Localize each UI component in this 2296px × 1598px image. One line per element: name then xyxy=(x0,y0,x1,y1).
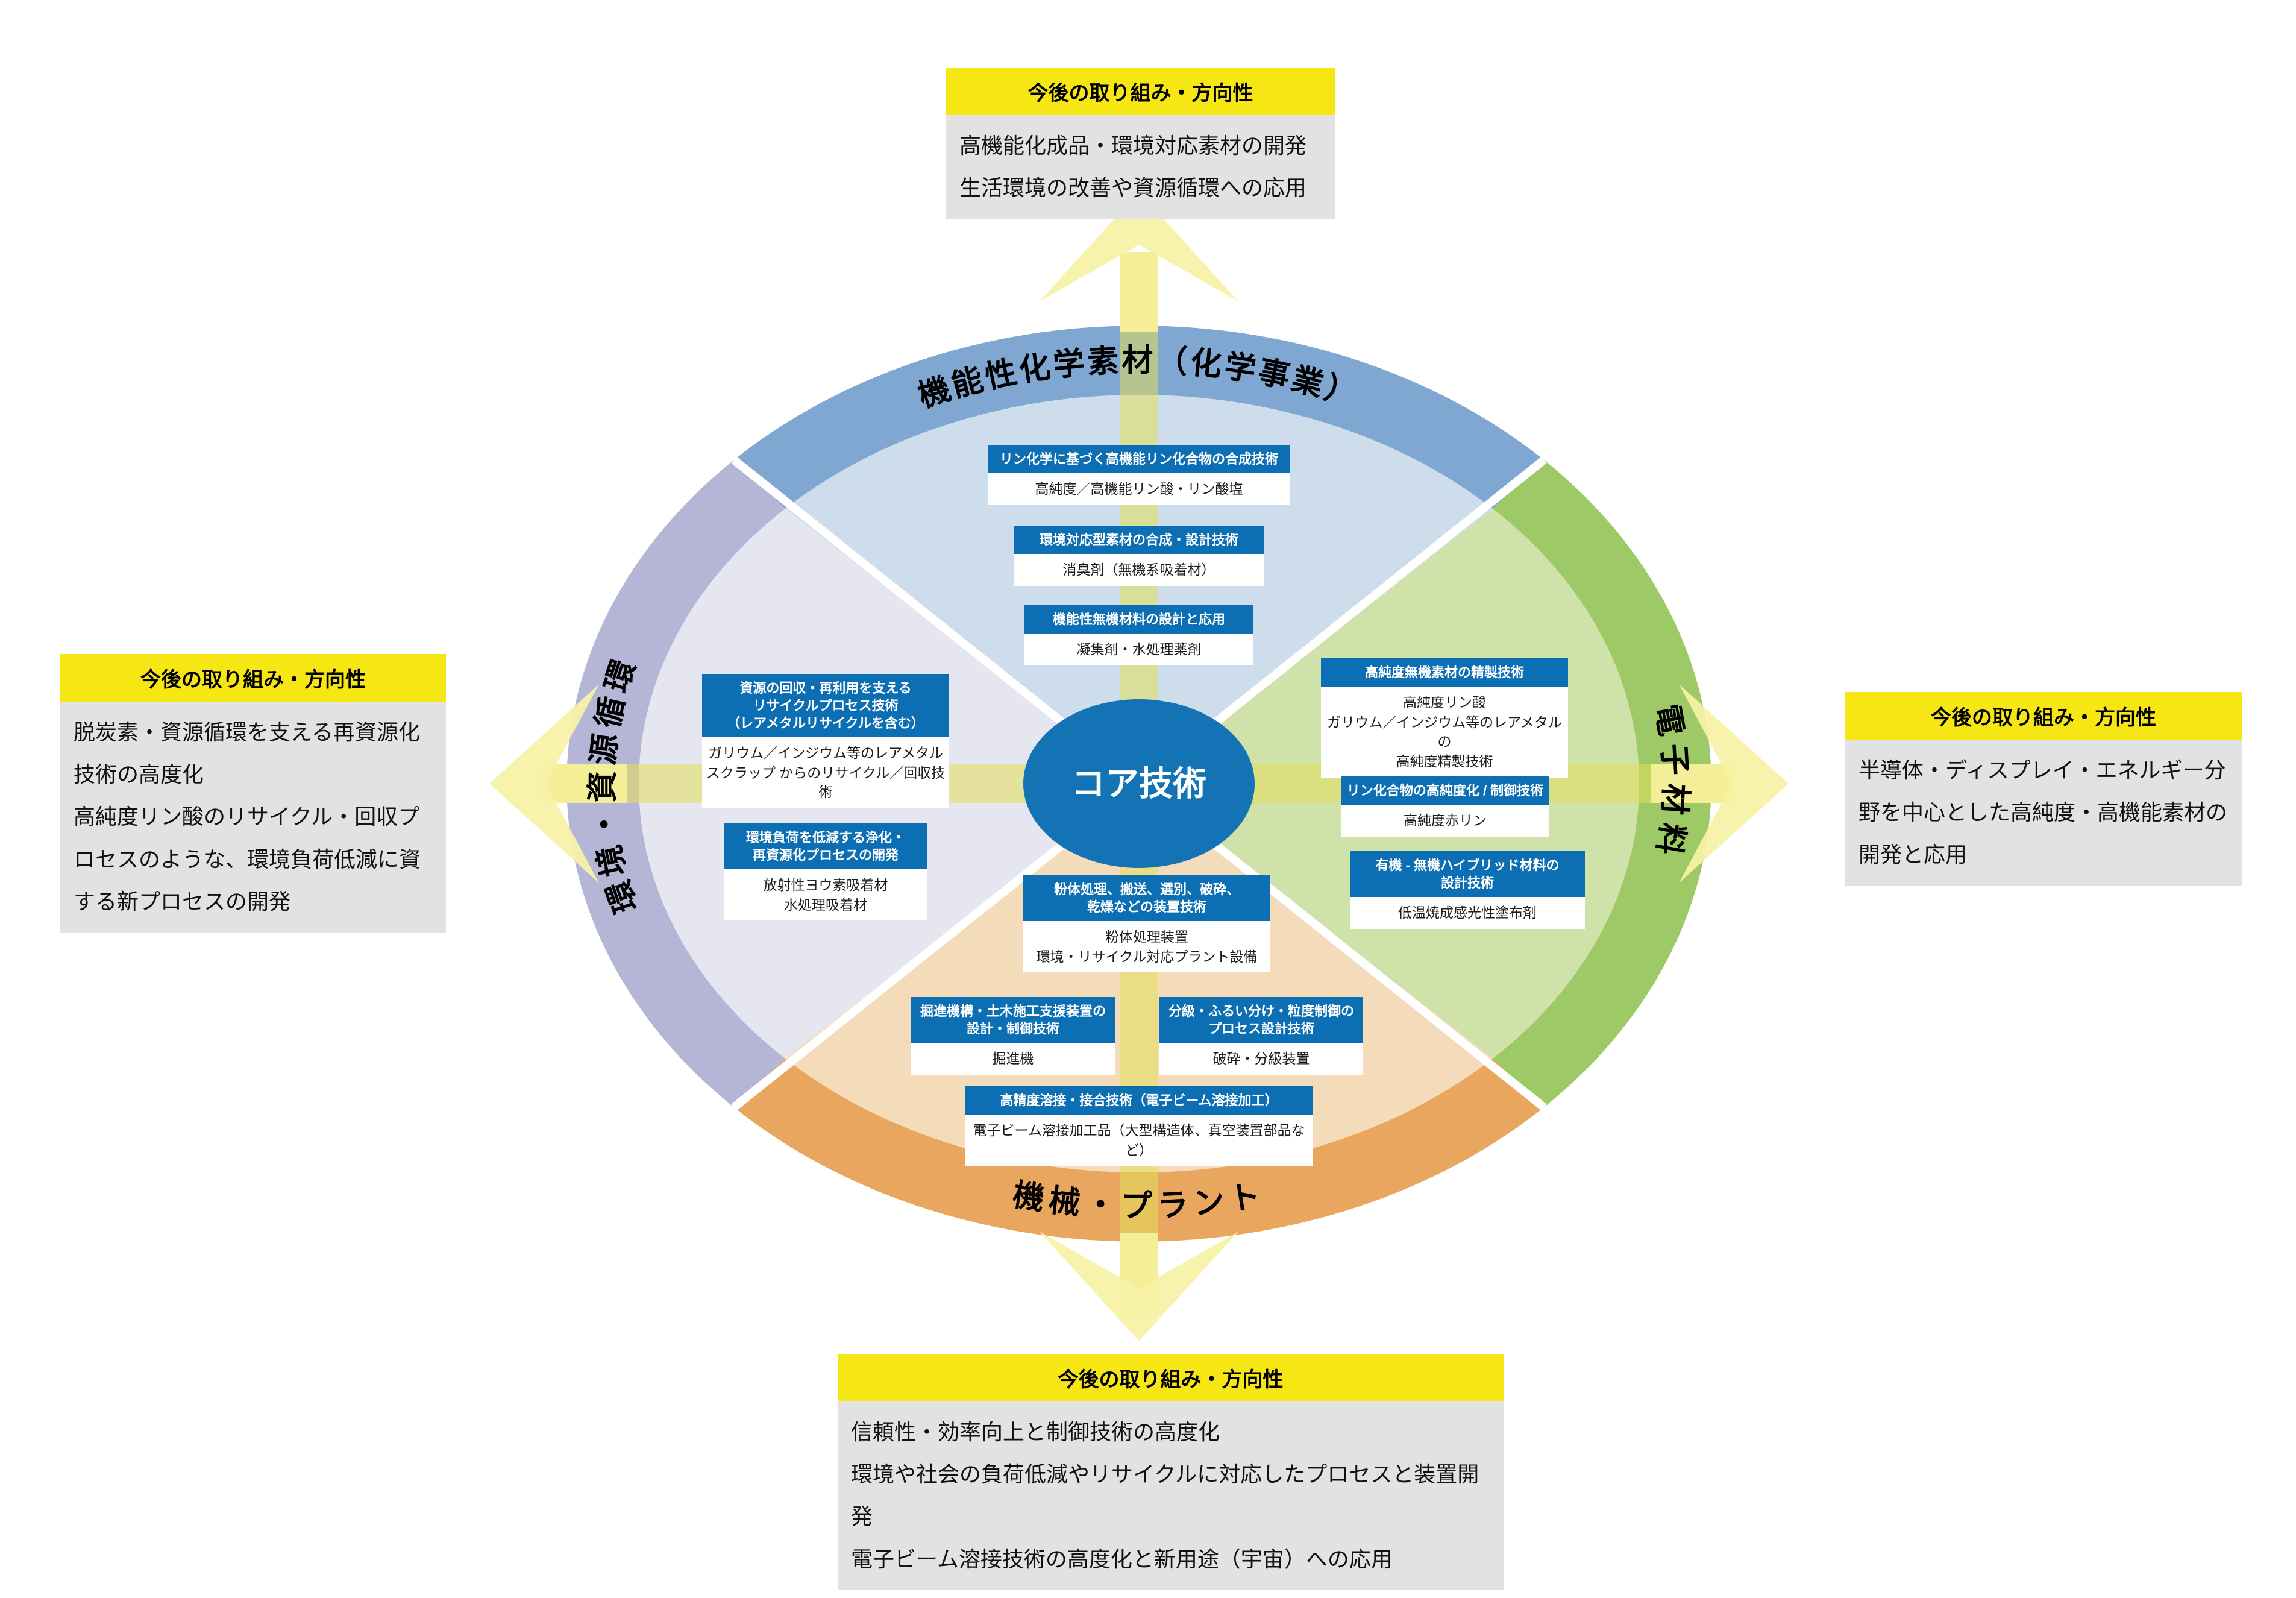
tech-box-title: 有機 - 無機ハイブリッド材料の 設計技術 xyxy=(1350,851,1585,898)
future-box-body: 脱炭素・資源循環を支える再資源化技術の高度化 高純度リン酸のリサイクル・回収プロ… xyxy=(60,702,446,933)
future-line: 高純度リン酸のリサイクル・回収プロセスのような、環境負荷低減に資する新プロセスの… xyxy=(74,804,421,914)
tech-box-title: 分級・ふるい分け・粒度制御の プロセス設計技術 xyxy=(1159,997,1363,1043)
tech-box-title: 高精度溶接・接合技術（電子ビーム溶接加工） xyxy=(965,1086,1313,1115)
chemical-band xyxy=(734,326,1544,509)
future-line: 環境や社会の負荷低減やリサイクルに対応したプロセスと装置開発 xyxy=(851,1462,1479,1529)
tech-box-body: 粉体処理装置 環境・リサイクル対応プラント設備 xyxy=(1023,921,1270,973)
tech-box-body: 破砕・分級装置 xyxy=(1159,1043,1363,1075)
core-ellipse xyxy=(1023,699,1255,868)
tech-box-title: リン化合物の高純度化 / 制御技術 xyxy=(1341,776,1549,805)
tech-box-title: 環境対応型素材の合成・設計技術 xyxy=(1014,526,1264,555)
future-box-heading: 今後の取り組み・方向性 xyxy=(946,68,1335,115)
arrow-down-icon xyxy=(1040,1232,1238,1341)
future-line: 電子ビーム溶接技術の高度化と新用途（宇宙）への応用 xyxy=(851,1546,1393,1571)
machinery-band xyxy=(734,1059,1544,1242)
tech-box-classification-process: 分級・ふるい分け・粒度制御の プロセス設計技術 破砕・分級装置 xyxy=(1159,997,1363,1075)
future-box-top: 今後の取り組み・方向性 高機能化成品・環境対応素材の開発 生活環境の改善や資源循… xyxy=(946,68,1335,219)
tech-box-body: 消臭剤（無機系吸着材） xyxy=(1014,554,1264,586)
tech-box-title: 高純度無機素材の精製技術 xyxy=(1321,658,1568,687)
tech-box-high-purity-refining: 高純度無機素材の精製技術 高純度リン酸 ガリウム／インジウム等のレアメタルの 高… xyxy=(1321,658,1568,778)
future-line: 生活環境の改善や資源循環への応用 xyxy=(959,175,1307,201)
tech-box-hybrid-materials: 有機 - 無機ハイブリッド材料の 設計技術 低温焼成感光性塗布剤 xyxy=(1350,851,1585,929)
tech-box-eco-materials: 環境対応型素材の合成・設計技術 消臭剤（無機系吸着材） xyxy=(1014,526,1264,586)
future-box-body: 信頼性・効率向上と制御技術の高度化 環境や社会の負荷低減やリサイクルに対応したプ… xyxy=(838,1401,1504,1590)
tech-box-body: ガリウム／インジウム等のレアメタル スクラップ からのリサイクル／回収技術 xyxy=(702,737,949,809)
tech-box-inorganic-materials: 機能性無機材料の設計と応用 凝集剤・水処理薬剤 xyxy=(1024,605,1253,665)
tech-box-title: リン化学に基づく高機能リン化合物の合成技術 xyxy=(988,445,1290,474)
tech-box-body: 電子ビーム溶接加工品（大型構造体、真空装置部品など） xyxy=(965,1115,1313,1166)
tech-box-body: 掘進機 xyxy=(911,1043,1115,1075)
tech-box-body: 低温焼成感光性塗布剤 xyxy=(1350,897,1585,929)
tech-box-title: 機能性無機材料の設計と応用 xyxy=(1024,605,1253,634)
future-box-heading: 今後の取り組み・方向性 xyxy=(1845,692,2242,740)
future-line: 高機能化成品・環境対応素材の開発 xyxy=(959,133,1307,158)
tech-box-body: 高純度リン酸 ガリウム／インジウム等のレアメタルの 高純度精製技術 xyxy=(1321,687,1568,778)
arrow-left-icon xyxy=(489,684,627,883)
tech-box-title: 掘進機構・土木施工支援装置の 設計・制御技術 xyxy=(911,997,1115,1043)
tech-box-powder-equipment: 粉体処理、搬送、選別、破砕、 乾燥などの装置技術 粉体処理装置 環境・リサイクル… xyxy=(1023,875,1270,973)
future-box-left: 今後の取り組み・方向性 脱炭素・資源循環を支える再資源化技術の高度化 高純度リン… xyxy=(60,654,446,933)
core-label: コア技術 xyxy=(1071,765,1206,803)
tech-box-body: 高純度赤リン xyxy=(1341,805,1549,837)
future-box-bottom: 今後の取り組み・方向性 信頼性・効率向上と制御技術の高度化 環境や社会の負荷低減… xyxy=(838,1354,1504,1590)
tech-box-title: 資源の回収・再利用を支える リサイクルプロセス技術 （レアメタルリサイクルを含む… xyxy=(702,674,949,738)
future-box-body: 半導体・ディスプレイ・エネルギー分野を中心とした高純度・高機能素材の開発と応用 xyxy=(1845,740,2242,886)
future-box-body: 高機能化成品・環境対応素材の開発 生活環境の改善や資源循環への応用 xyxy=(946,115,1335,219)
tech-box-title: 粉体処理、搬送、選別、破砕、 乾燥などの装置技術 xyxy=(1023,875,1270,922)
environment-band xyxy=(566,460,785,1107)
tech-box-electron-beam-welding: 高精度溶接・接合技術（電子ビーム溶接加工） 電子ビーム溶接加工品（大型構造体、真… xyxy=(965,1086,1313,1166)
arrow-right-icon xyxy=(1651,684,1789,883)
future-line: 信頼性・効率向上と制御技術の高度化 xyxy=(851,1420,1220,1444)
tech-box-body: 凝集剤・水処理薬剤 xyxy=(1024,634,1253,665)
future-line: 脱炭素・資源循環を支える再資源化技術の高度化 xyxy=(74,720,420,787)
tech-box-body: 高純度／高機能リン酸・リン酸塩 xyxy=(988,473,1290,505)
tech-box-purification-process: 環境負荷を低減する浄化・ 再資源化プロセスの開発 放射性ヨウ素吸着材 水処理吸着… xyxy=(724,823,927,921)
electronic-band xyxy=(1493,460,1711,1107)
tech-box-title: 環境負荷を低減する浄化・ 再資源化プロセスの開発 xyxy=(724,823,927,870)
tech-box-recycle-process: 資源の回収・再利用を支える リサイクルプロセス技術 （レアメタルリサイクルを含む… xyxy=(702,674,949,809)
tech-box-phosphorus-purity-control: リン化合物の高純度化 / 制御技術 高純度赤リン xyxy=(1341,776,1549,837)
future-box-heading: 今後の取り組み・方向性 xyxy=(60,654,446,702)
tech-box-tunneling-machine: 掘進機構・土木施工支援装置の 設計・制御技術 掘進機 xyxy=(911,997,1115,1075)
future-box-right: 今後の取り組み・方向性 半導体・ディスプレイ・エネルギー分野を中心とした高純度・… xyxy=(1845,692,2242,886)
tech-box-phosphorus-synthesis: リン化学に基づく高機能リン化合物の合成技術 高純度／高機能リン酸・リン酸塩 xyxy=(988,445,1290,505)
tech-box-body: 放射性ヨウ素吸着材 水処理吸着材 xyxy=(724,869,927,921)
future-line: 半導体・ディスプレイ・エネルギー分野を中心とした高純度・高機能素材の開発と応用 xyxy=(1858,758,2228,867)
future-box-heading: 今後の取り組み・方向性 xyxy=(838,1354,1504,1401)
